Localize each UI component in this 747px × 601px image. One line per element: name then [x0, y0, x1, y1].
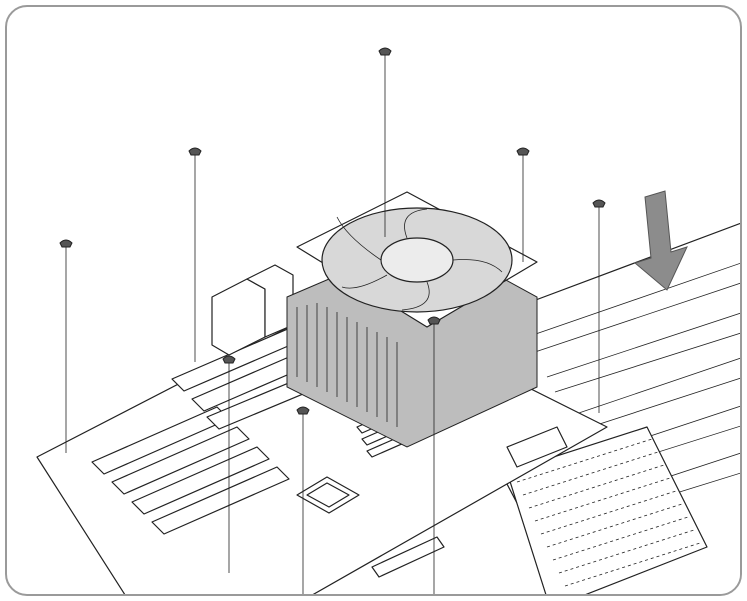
screw-1 — [378, 47, 392, 237]
screw-2 — [188, 147, 202, 362]
io-ports — [211, 264, 294, 356]
down-arrow-icon — [633, 190, 688, 291]
diagram-frame — [5, 5, 742, 596]
screw-7 — [296, 406, 310, 594]
mesh-panel — [506, 426, 708, 594]
chassis-tray — [476, 222, 740, 594]
screw-6 — [222, 355, 236, 573]
screw-3 — [59, 239, 73, 453]
sata-connector — [371, 536, 445, 578]
motherboard-installation-diagram — [36, 47, 740, 594]
screw-8 — [427, 316, 441, 594]
fan-hub — [380, 237, 454, 283]
screws — [59, 47, 606, 594]
atx-power-connector — [506, 426, 568, 468]
screw-4 — [516, 147, 530, 262]
screw-5 — [592, 199, 606, 413]
cpu-cooler — [286, 191, 538, 448]
